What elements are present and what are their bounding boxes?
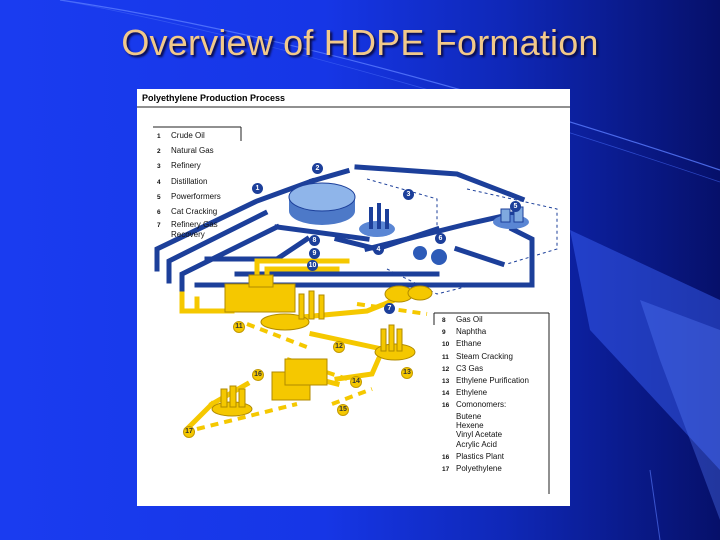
storage-tank [288, 182, 356, 225]
diagram-title: Polyethylene Production Process [142, 93, 286, 103]
callout-marker: 14 [350, 376, 362, 388]
steam-cracking-unit [224, 274, 325, 331]
cat-cracking-unit [493, 206, 529, 229]
callout-marker: 10 [307, 260, 318, 271]
callout-marker: 15 [337, 404, 349, 416]
process-diagram: Polyethylene Production Process [137, 89, 570, 506]
slide-title: Overview of HDPE Formation [121, 22, 599, 63]
comonomer-tanks [211, 385, 253, 417]
callout-marker: 3 [403, 189, 414, 200]
callout-marker: 12 [333, 341, 345, 353]
plant-illustration [137, 106, 570, 494]
callout-marker: 6 [435, 233, 446, 244]
callout-marker: 2 [312, 163, 323, 174]
callout-marker: 17 [183, 426, 195, 438]
callout-marker: 7 [384, 303, 395, 314]
callout-marker: 11 [233, 321, 245, 333]
callout-marker: 5 [510, 201, 521, 212]
plastics-plant [271, 358, 328, 401]
ethylene-purification-unit [374, 324, 416, 361]
blue-pipelines [154, 164, 535, 296]
distillation-unit [359, 203, 395, 237]
legend-row-continued: Recovery [171, 230, 205, 240]
callout-marker: 4 [373, 244, 384, 255]
powerformer-spheres [413, 246, 447, 265]
callout-marker: 9 [309, 248, 320, 259]
dashed-guides [366, 178, 558, 295]
gas-recovery-unit [384, 285, 433, 303]
callout-marker: 16 [252, 369, 264, 381]
callout-marker: 13 [401, 367, 413, 379]
callout-marker: 8 [309, 235, 320, 246]
callout-marker: 1 [252, 183, 263, 194]
